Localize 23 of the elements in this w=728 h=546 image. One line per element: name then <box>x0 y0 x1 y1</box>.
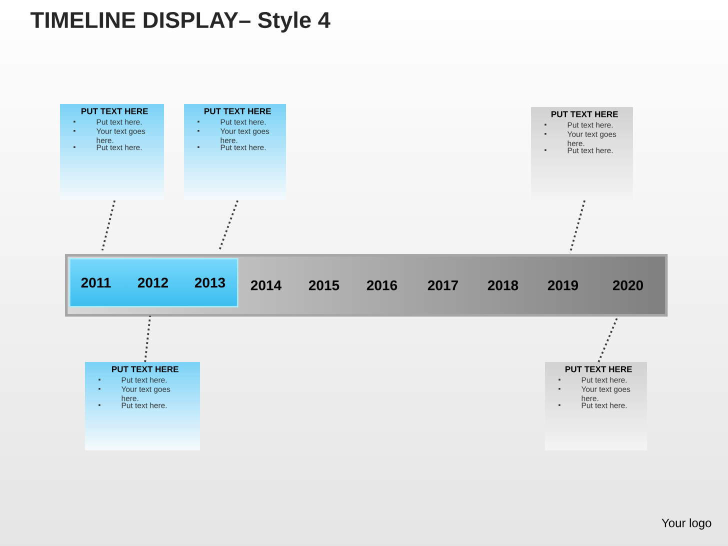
leader-line <box>218 200 238 252</box>
year-label: 2015 <box>308 280 340 290</box>
leader-line <box>144 316 152 362</box>
year-label: 2013 <box>194 278 226 288</box>
year-label: 2019 <box>548 280 578 290</box>
highlight-segment <box>69 258 238 308</box>
year-label: 2020 <box>612 280 643 290</box>
node-label: PUT TEXT HERE <box>112 366 178 372</box>
year-label: 2012 <box>138 278 168 288</box>
year-label: 2017 <box>428 280 458 290</box>
year-label: 2014 <box>250 280 282 290</box>
year-label: 2011 <box>81 278 111 288</box>
leader-line <box>598 316 619 362</box>
year-label: 2018 <box>488 280 518 290</box>
leader-line <box>101 200 116 250</box>
node-label: PUT TEXT HERE <box>566 366 632 372</box>
node-label: PUT TEXT HERE <box>552 111 618 118</box>
title: TIMELINE DISPLAY– Style 4 <box>30 11 330 33</box>
node-label: PUT TEXT HERE <box>82 108 148 114</box>
node-label: PUT TEXT HERE <box>204 108 271 114</box>
year-label: 2016 <box>366 280 398 290</box>
placeholder-text: Your logo <box>662 518 712 530</box>
leader-line <box>569 200 586 254</box>
